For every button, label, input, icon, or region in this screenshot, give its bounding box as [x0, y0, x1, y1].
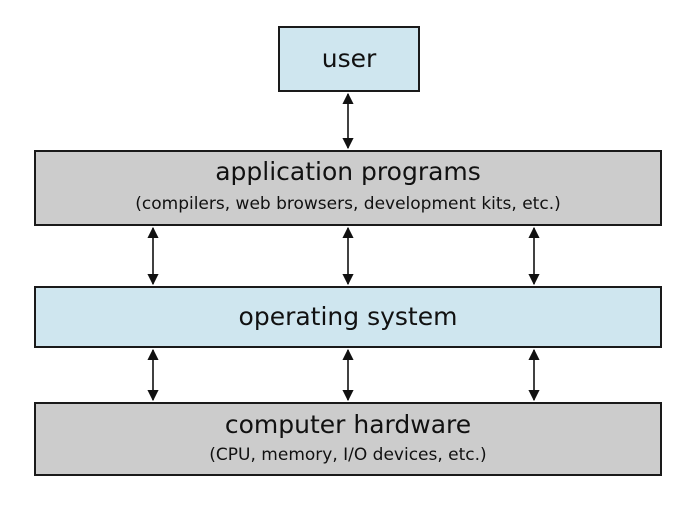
- application-programs-label: application programs: [215, 157, 481, 186]
- application-programs-box: application programs (compilers, web bro…: [34, 150, 662, 226]
- operating-system-label: operating system: [238, 302, 458, 331]
- computer-hardware-label: computer hardware: [224, 410, 472, 439]
- user-label: user: [321, 44, 377, 73]
- application-programs-examples: (compilers, web browsers, development ki…: [135, 194, 561, 214]
- user-box: user: [278, 26, 420, 92]
- computer-hardware-examples: (CPU, memory, I/O devices, etc.): [209, 445, 487, 465]
- operating-system-box: operating system: [34, 286, 662, 348]
- computer-hardware-box: computer hardware (CPU, memory, I/O devi…: [34, 402, 662, 476]
